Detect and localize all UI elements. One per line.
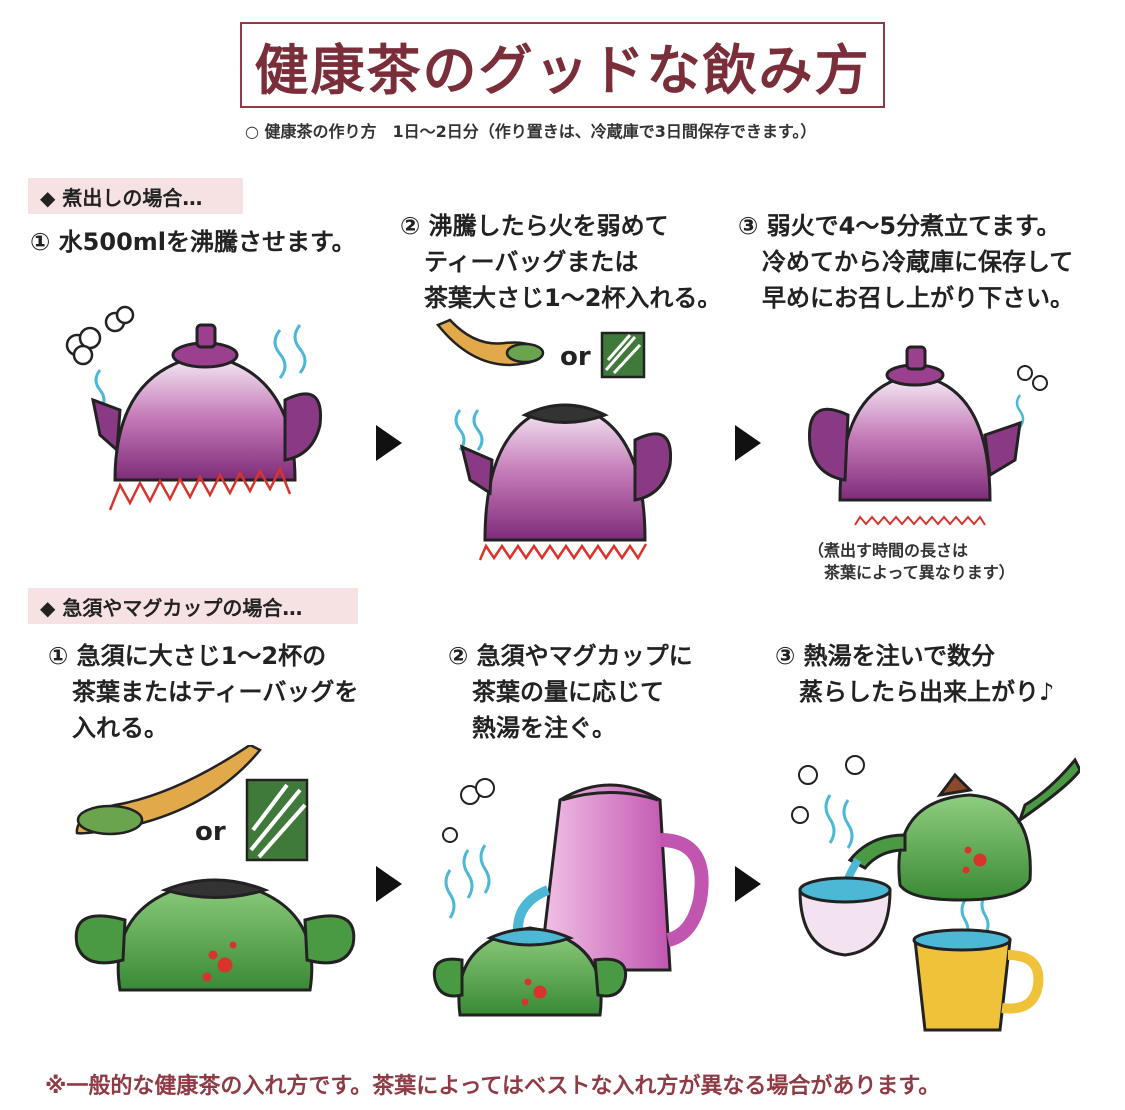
arrow-icon [735,866,761,902]
arrow-icon [735,425,761,461]
section-teapot-header: ◆ 急須やマグカップの場合… [28,588,358,624]
tea-bag-icon [245,778,309,862]
cup-icon [798,876,892,957]
or-label: or [560,342,591,372]
flame-icon [478,543,648,561]
or-label: or [195,817,226,847]
teapot-icon [847,757,1080,902]
teapot-add-tea-illustration: or [74,745,356,992]
teapot-step-3: ③ 熱湯を注いで数分 蒸らしたら出来上がり♪ [775,642,1055,706]
teapot-icon [74,878,356,992]
teapot-step-1: ① 急須に大さじ1～2杯の 茶葉またはティーバッグを 入れる。 [48,642,359,742]
steam-icon [65,305,135,366]
page-title: 健康茶のグッドな飲み方 [254,38,871,102]
flower-pattern-icon [521,978,547,1006]
flame-icon [854,515,986,526]
teapot-icon [432,926,628,1017]
kettle-icon [459,403,673,542]
arrow-icon [376,425,402,461]
steam-icon [1017,365,1048,391]
subtitle: ○ 健康茶の作り方 1日～2日分（作り置きは、冷蔵庫で3日間保存できます。） [245,122,817,141]
simmer-step-1: ① 水500mlを沸騰させます。 [30,228,356,256]
arrow-icon [376,866,402,902]
steam-lines-icon [454,409,484,451]
spoon-icon [435,318,545,367]
title-box: 健康茶のグッドな飲み方 [240,22,885,108]
steam-lines-icon [444,844,491,919]
flame-icon [108,465,292,511]
steam-icon [791,755,865,824]
kettle-simmer-illustration [807,345,1048,526]
steam-icon [442,778,495,843]
pour-hot-water-illustration [432,778,709,1017]
kettle-add-tea-illustration: or [435,318,673,561]
serve-tea-illustration [791,755,1080,1032]
kettle-icon [91,323,323,482]
teapot-step-2: ② 急須やマグカップに 茶葉の量に応じて 熱湯を注ぐ。 [448,642,693,742]
simmer-step-3: ③ 弱火で4～5分煮立てます。 冷めてから冷蔵庫に保存して 早めにお召し上がり下… [738,212,1074,312]
simmer-note: （煮出す時間の長さは 茶葉によって異なります） [808,541,1015,582]
kettle-icon [807,345,1022,502]
thermos-icon [538,783,709,972]
spoon-icon [75,745,262,836]
steam-lines-icon [1015,394,1025,428]
tea-bag-icon [600,331,646,379]
footer-note: ※一般的な健康茶の入れ方です。茶葉によってはベストな入れ方が異なる場合があります… [45,1074,941,1099]
flower-pattern-icon [202,941,237,982]
flower-pattern-icon [962,846,987,874]
kettle-boiling-illustration [65,305,323,511]
simmer-step-2: ② 沸騰したら火を弱めて ティーバッグまたは 茶葉大さじ1～2杯入れる。 [400,212,722,312]
section-simmer-header: ◆ 煮出しの場合… [28,178,243,214]
mug-icon [912,928,1044,1032]
